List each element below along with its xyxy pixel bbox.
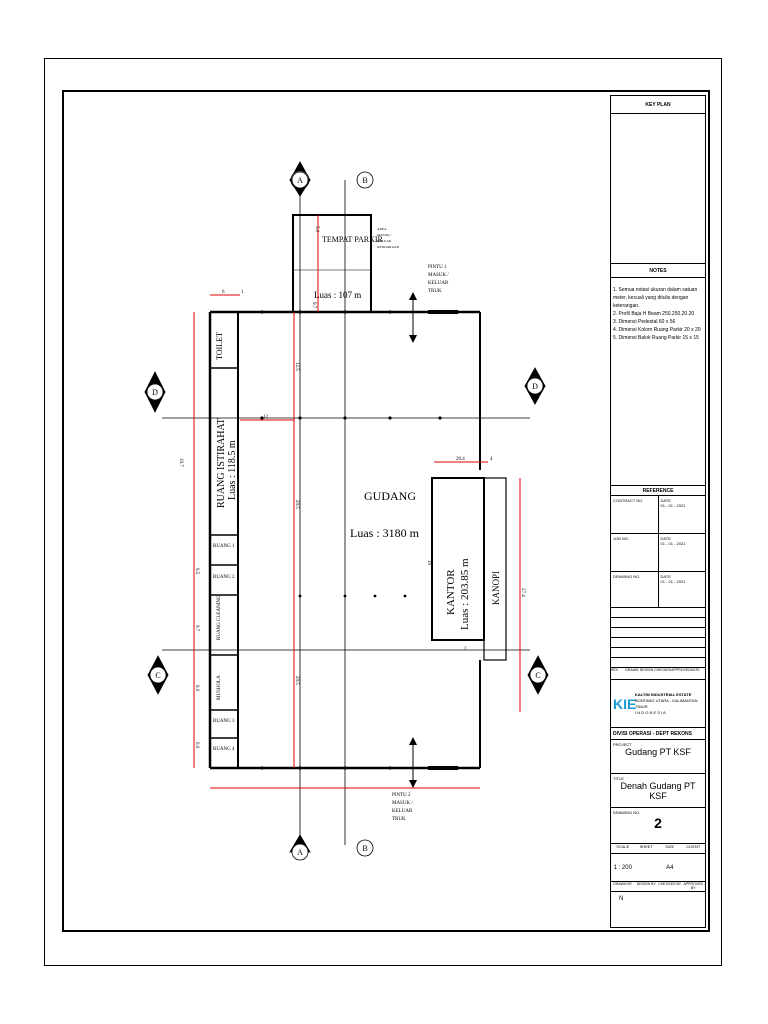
svg-text:PINTU 1: PINTU 1 [428, 265, 447, 270]
key-plan-area [611, 114, 705, 264]
pintu-1-note: PINTU 1 MASUK / KELUAR TRUK [428, 265, 449, 294]
gudang-label: GUDANG [364, 489, 416, 503]
dim-left-total: 19.7 [178, 458, 183, 467]
svg-text:TRUK: TRUK [428, 289, 442, 294]
svg-text:MASUK /: MASUK / [377, 233, 392, 237]
dim-parkir-w: 5.0 [314, 226, 319, 233]
drawing-number-block: DRAWING NO. 2 [611, 808, 705, 844]
dim-kantor-w: 20.4 [456, 457, 465, 462]
svg-text:KELUAR: KELUAR [428, 281, 449, 286]
revision-grid [611, 608, 705, 668]
section-d-right: D [532, 382, 538, 391]
tempat-parkir: TEMPAT PARKIR [322, 235, 384, 244]
section-d-left: D [152, 388, 158, 397]
reference-title: REFERENCE [611, 486, 705, 496]
dim-mid-205b: 20.5 [294, 676, 299, 685]
dim-parkir-h: 9.7 [311, 302, 316, 309]
kantor-area: Luas : 203.85 m [459, 558, 471, 630]
company-block: KIE KALTIM INDUSTRIAL ESTATE BONTANG UTA… [611, 680, 705, 728]
signature-header: DRAWN BY DESIGN BY CHECKED BY APPROVED B… [611, 882, 705, 892]
svg-text:KENDARAAN: KENDARAAN [377, 245, 400, 249]
section-c-right: C [535, 671, 540, 680]
istirahat-area: Luas : 118.5 m [227, 440, 238, 500]
mushola-label: MUSHOLA [217, 675, 222, 700]
ruang-istirahat: RUANG ISTIRAHAT [216, 418, 227, 508]
dim-left-b: 9.7 [194, 625, 199, 632]
dim-top: 6 [222, 290, 225, 295]
svg-text:MASUK /: MASUK / [428, 273, 449, 278]
dim-left-c: 6.0 [194, 685, 199, 692]
ruang-cleaning: RUANG CLEANING [217, 595, 222, 640]
dim-left-a: 9.5 [194, 568, 199, 575]
ruang-1: RUANG 1 [213, 544, 235, 549]
dim-one: 1 [241, 290, 244, 295]
notes-title: NOTES [611, 264, 705, 278]
scale-values: 1 : 200 A4 [611, 854, 705, 882]
dim-two: 2 [464, 647, 467, 652]
division: DIVISI OPERASI - DEPT REKONS [611, 728, 705, 740]
drawing-sheet [44, 58, 722, 966]
parkir-area: Luas : 107 m [314, 290, 361, 300]
dim-mid-205a: 20.5 [294, 500, 299, 509]
section-a-top: A [297, 176, 303, 185]
svg-text:KELUAR: KELUAR [392, 809, 413, 814]
notes-body: 1. Semua notasi ukuran dalam satuan mete… [611, 278, 705, 486]
dim-kantor-h: 19 [426, 560, 431, 566]
kie-logo: KIE [613, 695, 637, 712]
dim-four: 4 [490, 457, 493, 462]
revision-header: REV DRAWN DESIGN CHECKED APPROVED DATE [611, 668, 705, 680]
gudang-area: Luas : 3180 m [350, 526, 420, 540]
area-masuk-note: AREA MASUK / KELUAR KENDARAAN [377, 227, 400, 249]
svg-text:PINTU 2: PINTU 2 [392, 793, 411, 798]
title-block: KEY PLAN NOTES 1. Semua notasi ukuran da… [610, 95, 706, 928]
svg-text:AREA: AREA [377, 227, 387, 231]
kanopi-label: KANOPI [491, 571, 501, 605]
svg-text:MASUK /: MASUK / [392, 801, 413, 806]
key-plan-title: KEY PLAN [611, 96, 705, 114]
title-block-title: TITLE Denah Gudang PT KSF [611, 774, 705, 808]
dim-mid-125: 12.5 [294, 362, 299, 371]
section-b-top: B [362, 176, 367, 185]
kantor-label: KANTOR [445, 569, 457, 615]
section-b-bottom: B [362, 844, 367, 853]
dim-kanopi: 27.4 [520, 588, 525, 597]
ruang-4: RUANG 4 [213, 747, 235, 752]
project-block: PROJECT Gudang PT KSF [611, 740, 705, 774]
dim-left-d: 6.0 [194, 742, 199, 749]
ruang-3: RUANG 3 [213, 719, 235, 724]
svg-text:KELUAR: KELUAR [377, 239, 392, 243]
pintu-2-note: PINTU 2 MASUK / KELUAR TRUK [392, 793, 413, 822]
svg-text:TRUK: TRUK [392, 817, 406, 822]
section-c-left: C [155, 671, 160, 680]
toilet-label: TOILET [215, 332, 224, 360]
dim-mid-12: 12 [263, 415, 269, 420]
drawn-by-value: N [619, 896, 624, 902]
section-a-bottom: A [297, 848, 303, 857]
drawing-frame [62, 90, 710, 932]
scale-header: SCALE SHEET SIZE CLIENT [611, 844, 705, 854]
ruang-2: RUANG 2 [213, 575, 235, 580]
